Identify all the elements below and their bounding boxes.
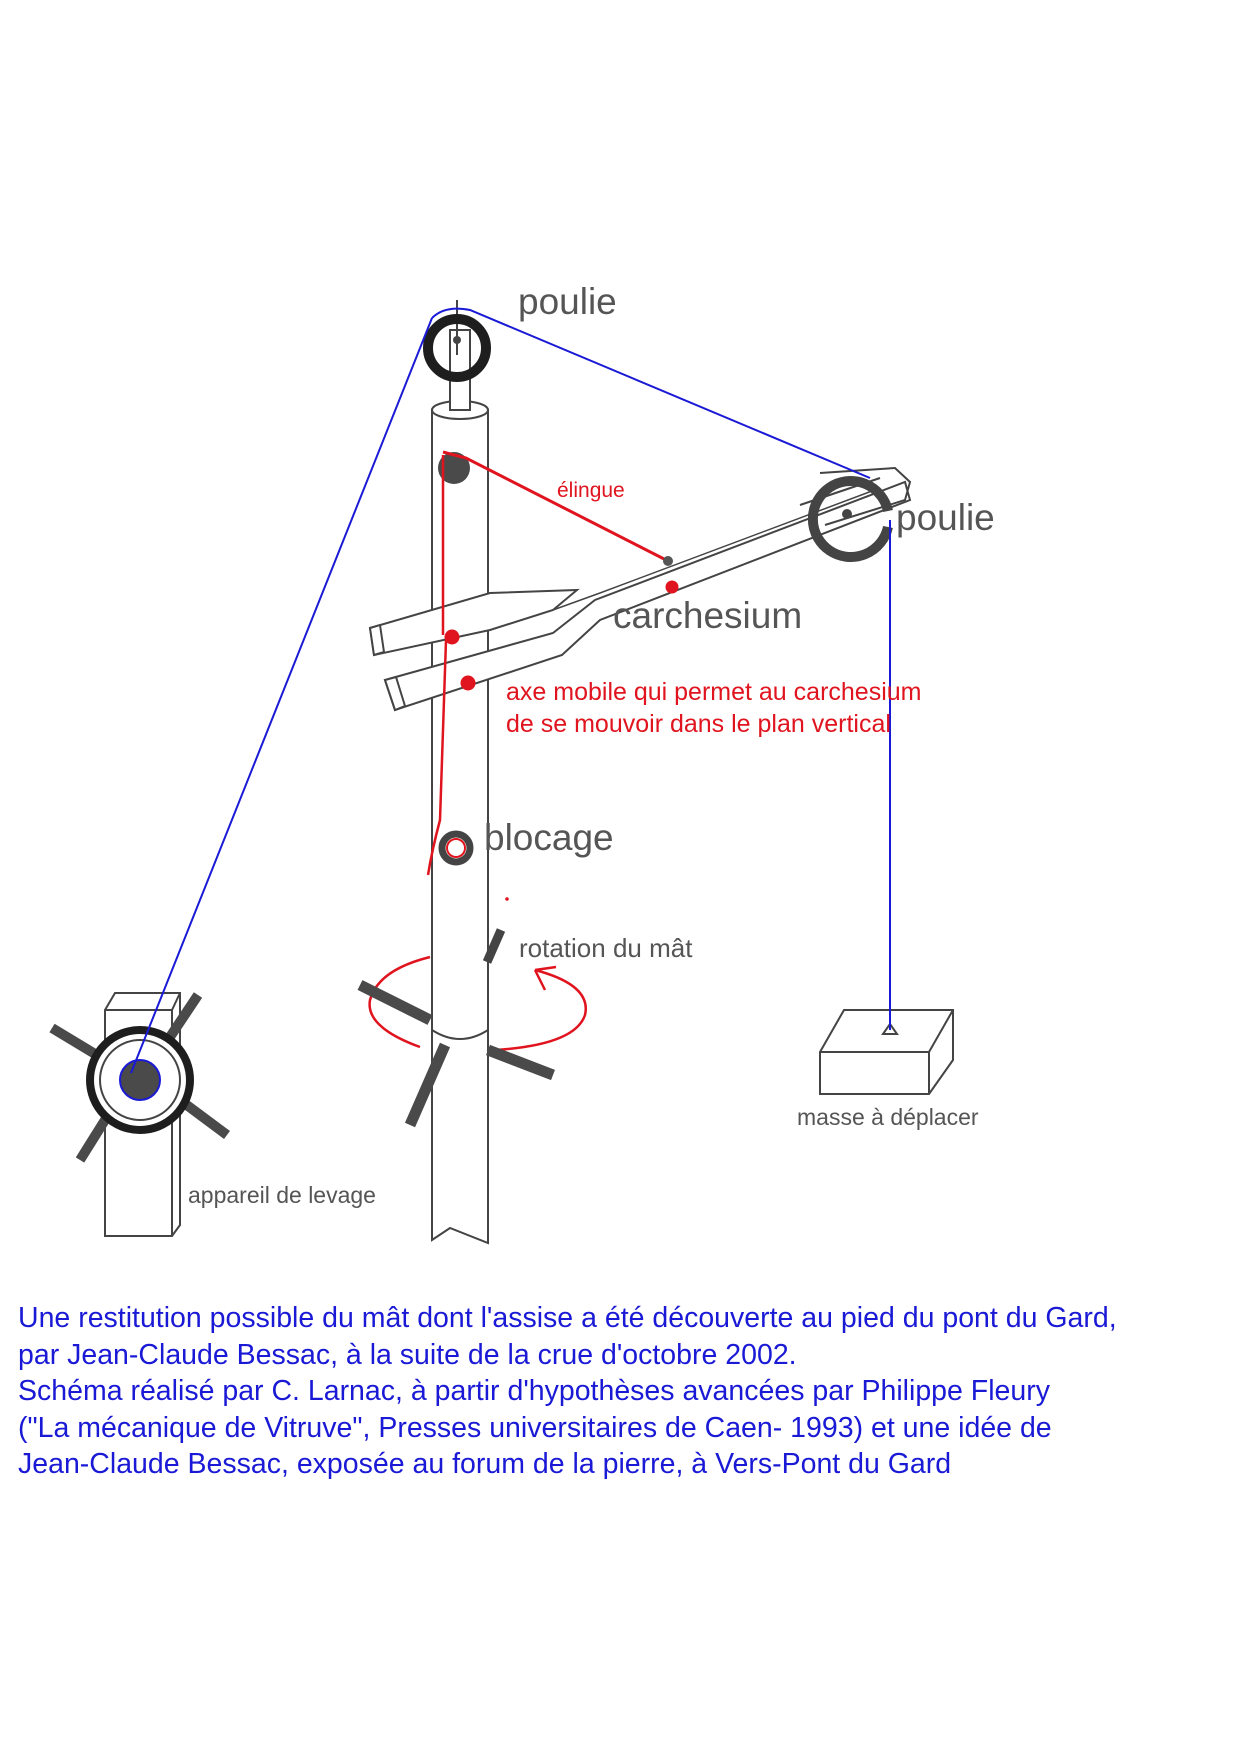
label-sling: élingue [557, 479, 625, 502]
rotation-arrow [368, 928, 588, 1052]
rope [130, 307, 891, 1074]
sling [426, 450, 679, 901]
label-blocking: blocage [484, 817, 614, 858]
caption-line: Une restitution possible du mât dont l'a… [18, 1302, 1117, 1334]
caption-line: Schéma réalisé par C. Larnac, à partir d… [18, 1375, 1050, 1407]
label-top-pulley: poulie [518, 281, 617, 322]
label-mast-rotation: rotation du mât [519, 933, 693, 963]
caption-line: ("La mécanique de Vitruve", Presses univ… [18, 1411, 1052, 1444]
label-mobile-axis-line1: axe mobile qui permet au carchesium [506, 678, 921, 706]
label-lifting-device: appareil de levage [188, 1182, 376, 1208]
base-levers [357, 980, 555, 1128]
label-weight: masse à déplacer [797, 1104, 979, 1130]
diagram-caption: Une restitution possible du mât dont l'a… [18, 1300, 1228, 1483]
carchesium-arm [368, 466, 912, 712]
lifting-device [49, 992, 230, 1237]
mast-roller [438, 452, 470, 484]
caption-line: Jean-Claude Bessac, exposée au forum de … [18, 1448, 952, 1480]
blocking-device [438, 830, 474, 866]
arm-pulley [807, 476, 893, 562]
label-arm-pulley: poulie [896, 497, 995, 538]
label-carchesium: carchesium [613, 595, 802, 636]
weight-block [819, 1009, 954, 1095]
top-pulley [423, 314, 491, 382]
label-mobile-axis-line2: de se mouvoir dans le plan vertical [506, 710, 891, 738]
caption-line: par Jean-Claude Bessac, à la suite de la… [18, 1338, 797, 1371]
